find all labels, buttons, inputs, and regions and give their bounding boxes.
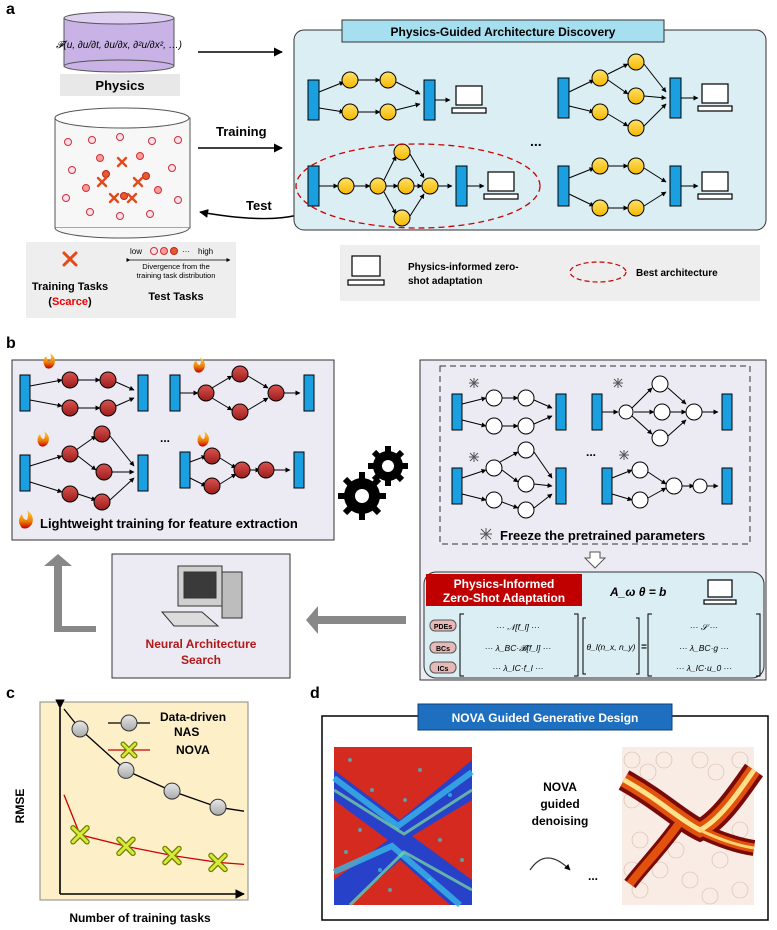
clean-design-image: [618, 747, 764, 905]
computer-icon-adapt: [703, 579, 737, 605]
computer-icons-a: [451, 83, 733, 200]
legend-scarce-line: (Scarce): [48, 296, 92, 308]
adaptation-title-1: Physics-Informed: [454, 577, 555, 591]
series-nas-point: [163, 782, 181, 800]
denoise-label-2: guided: [540, 797, 579, 811]
frozen-dashed-box: [439, 365, 751, 545]
lhs-pdes: ··· 𝒩[f_l] ···: [496, 622, 540, 632]
architecture-discovery-box: [293, 29, 767, 231]
legend-low: low: [130, 247, 142, 256]
legend-nova: NOVA: [176, 743, 210, 757]
series-nova-point-fill: [71, 826, 89, 844]
generative-title: NOVA Guided Generative Design: [452, 711, 639, 725]
rmse-chart: [55, 699, 245, 899]
rhs-ics: ··· λ_IC·u_0 ···: [676, 663, 732, 673]
physics-cylinder: [63, 11, 175, 73]
snowflake-icons: [469, 378, 629, 540]
architecture-discovery-title: Physics-Guided Architecture Discovery: [391, 25, 616, 39]
panel-label-c: c: [6, 685, 15, 702]
adaptation-legend-box: [340, 245, 760, 301]
denoise-label-1: NOVA: [543, 780, 577, 794]
generative-title-box: [417, 703, 673, 731]
adaptation-title-2: Zero-Shot Adaptation: [443, 591, 565, 605]
computer-icon-nas: [160, 565, 243, 627]
legend-dot-1: [150, 247, 158, 255]
legend-test-tasks: Test Tasks: [148, 291, 203, 303]
physics-formula: 𝓕(u, ∂u/∂t, ∂u/∂x, ∂²u/∂x², …): [56, 40, 182, 51]
training-label: Training: [216, 124, 267, 139]
equals-sign: =: [641, 642, 647, 653]
row-ics: ICs: [438, 666, 449, 673]
panel-label-b: b: [6, 335, 16, 352]
legend-divergence-2: training task distribution: [137, 271, 216, 280]
panel-label-d: d: [310, 685, 320, 702]
architecture-ellipsis: ...: [530, 133, 542, 149]
fire-icons: [19, 353, 209, 529]
flow-arrows-b: [44, 554, 406, 634]
physics-label-box: [60, 74, 180, 96]
noisy-field-image: [332, 747, 474, 908]
series-nas-point: [117, 761, 135, 779]
red-networks: [19, 365, 315, 511]
equation-row-tags: [429, 619, 457, 674]
legend-dots: ···: [182, 247, 190, 256]
adaptation-equation: A_ω θ = b: [609, 585, 666, 599]
series-nas-point: [209, 798, 227, 816]
physics-label: Physics: [95, 78, 144, 93]
adaptation-title-box: [426, 574, 582, 606]
task-database-cylinder: [54, 107, 191, 239]
theta-vector: θ_l(n_x, n_y): [586, 642, 635, 652]
architecture-networks-a: [307, 53, 699, 227]
legend-nas-1: Data-driven: [160, 710, 226, 724]
legend-best: Best architecture: [636, 268, 718, 279]
denoise-label-3: denoising: [532, 814, 589, 828]
lightweight-label: Lightweight training for feature extract…: [40, 516, 298, 531]
architecture-discovery-title-box: [341, 19, 665, 43]
panel-label-a: a: [6, 1, 15, 18]
nas-label-1: Neural Architecture: [146, 637, 257, 651]
legend-adapt-1: Physics-informed zero-: [408, 262, 519, 273]
legend-adapt-2: shot adaptation: [408, 276, 482, 287]
matrix-brackets: [459, 613, 761, 677]
series-nova-point-fill: [117, 837, 135, 855]
chart-ylabel: RMSE: [13, 789, 27, 824]
denoise-curved-arrow: [529, 857, 571, 871]
white-networks: [451, 375, 733, 519]
lightweight-ellipsis: ...: [160, 431, 170, 445]
training-task-cross-icon: [62, 251, 78, 267]
legend-best-ellipse: [569, 261, 627, 283]
lhs-bcs: ··· λ_BC·𝓑[f_l] ···: [485, 643, 551, 653]
row-pdes: PDEs: [434, 624, 452, 631]
legend-high: high: [198, 247, 213, 256]
test-task-dots: [62, 133, 182, 220]
chart-xlabel: Number of training tasks: [69, 911, 211, 925]
best-architecture-ellipse: [295, 143, 541, 229]
legend-nas-marker: [120, 714, 138, 732]
frozen-ellipsis: ...: [586, 445, 596, 459]
lhs-ics: ··· λ_IC·f_l ···: [493, 663, 544, 673]
legend-dot-3: [170, 247, 178, 255]
freeze-label: Freeze the pretrained parameters: [500, 528, 705, 543]
nas-label-2: Search: [181, 653, 221, 667]
legend-dot-2: [160, 247, 168, 255]
legend-nas-2: NAS: [174, 725, 199, 739]
denoise-ellipsis: ...: [588, 869, 598, 883]
series-nova-line: [63, 794, 245, 866]
computer-icon-legend: [347, 255, 385, 286]
series-nas-point: [71, 720, 89, 738]
rhs-bcs: ··· λ_BC·g ···: [679, 643, 729, 653]
rhs-pdes: ··· 𝒮 ···: [690, 622, 718, 632]
task-legend-box: [26, 242, 236, 318]
series-nova-point-fill: [209, 853, 227, 871]
down-arrow-icon: [583, 551, 607, 569]
training-task-crosses: [96, 156, 144, 204]
row-bcs: BCs: [436, 646, 450, 653]
gears-icon: [338, 446, 408, 520]
legend-divergence-1: Divergence from the: [142, 262, 210, 271]
series-nova-point-fill: [163, 847, 181, 864]
legend-training-tasks: Training Tasks: [32, 281, 108, 293]
test-label: Test: [246, 198, 272, 213]
